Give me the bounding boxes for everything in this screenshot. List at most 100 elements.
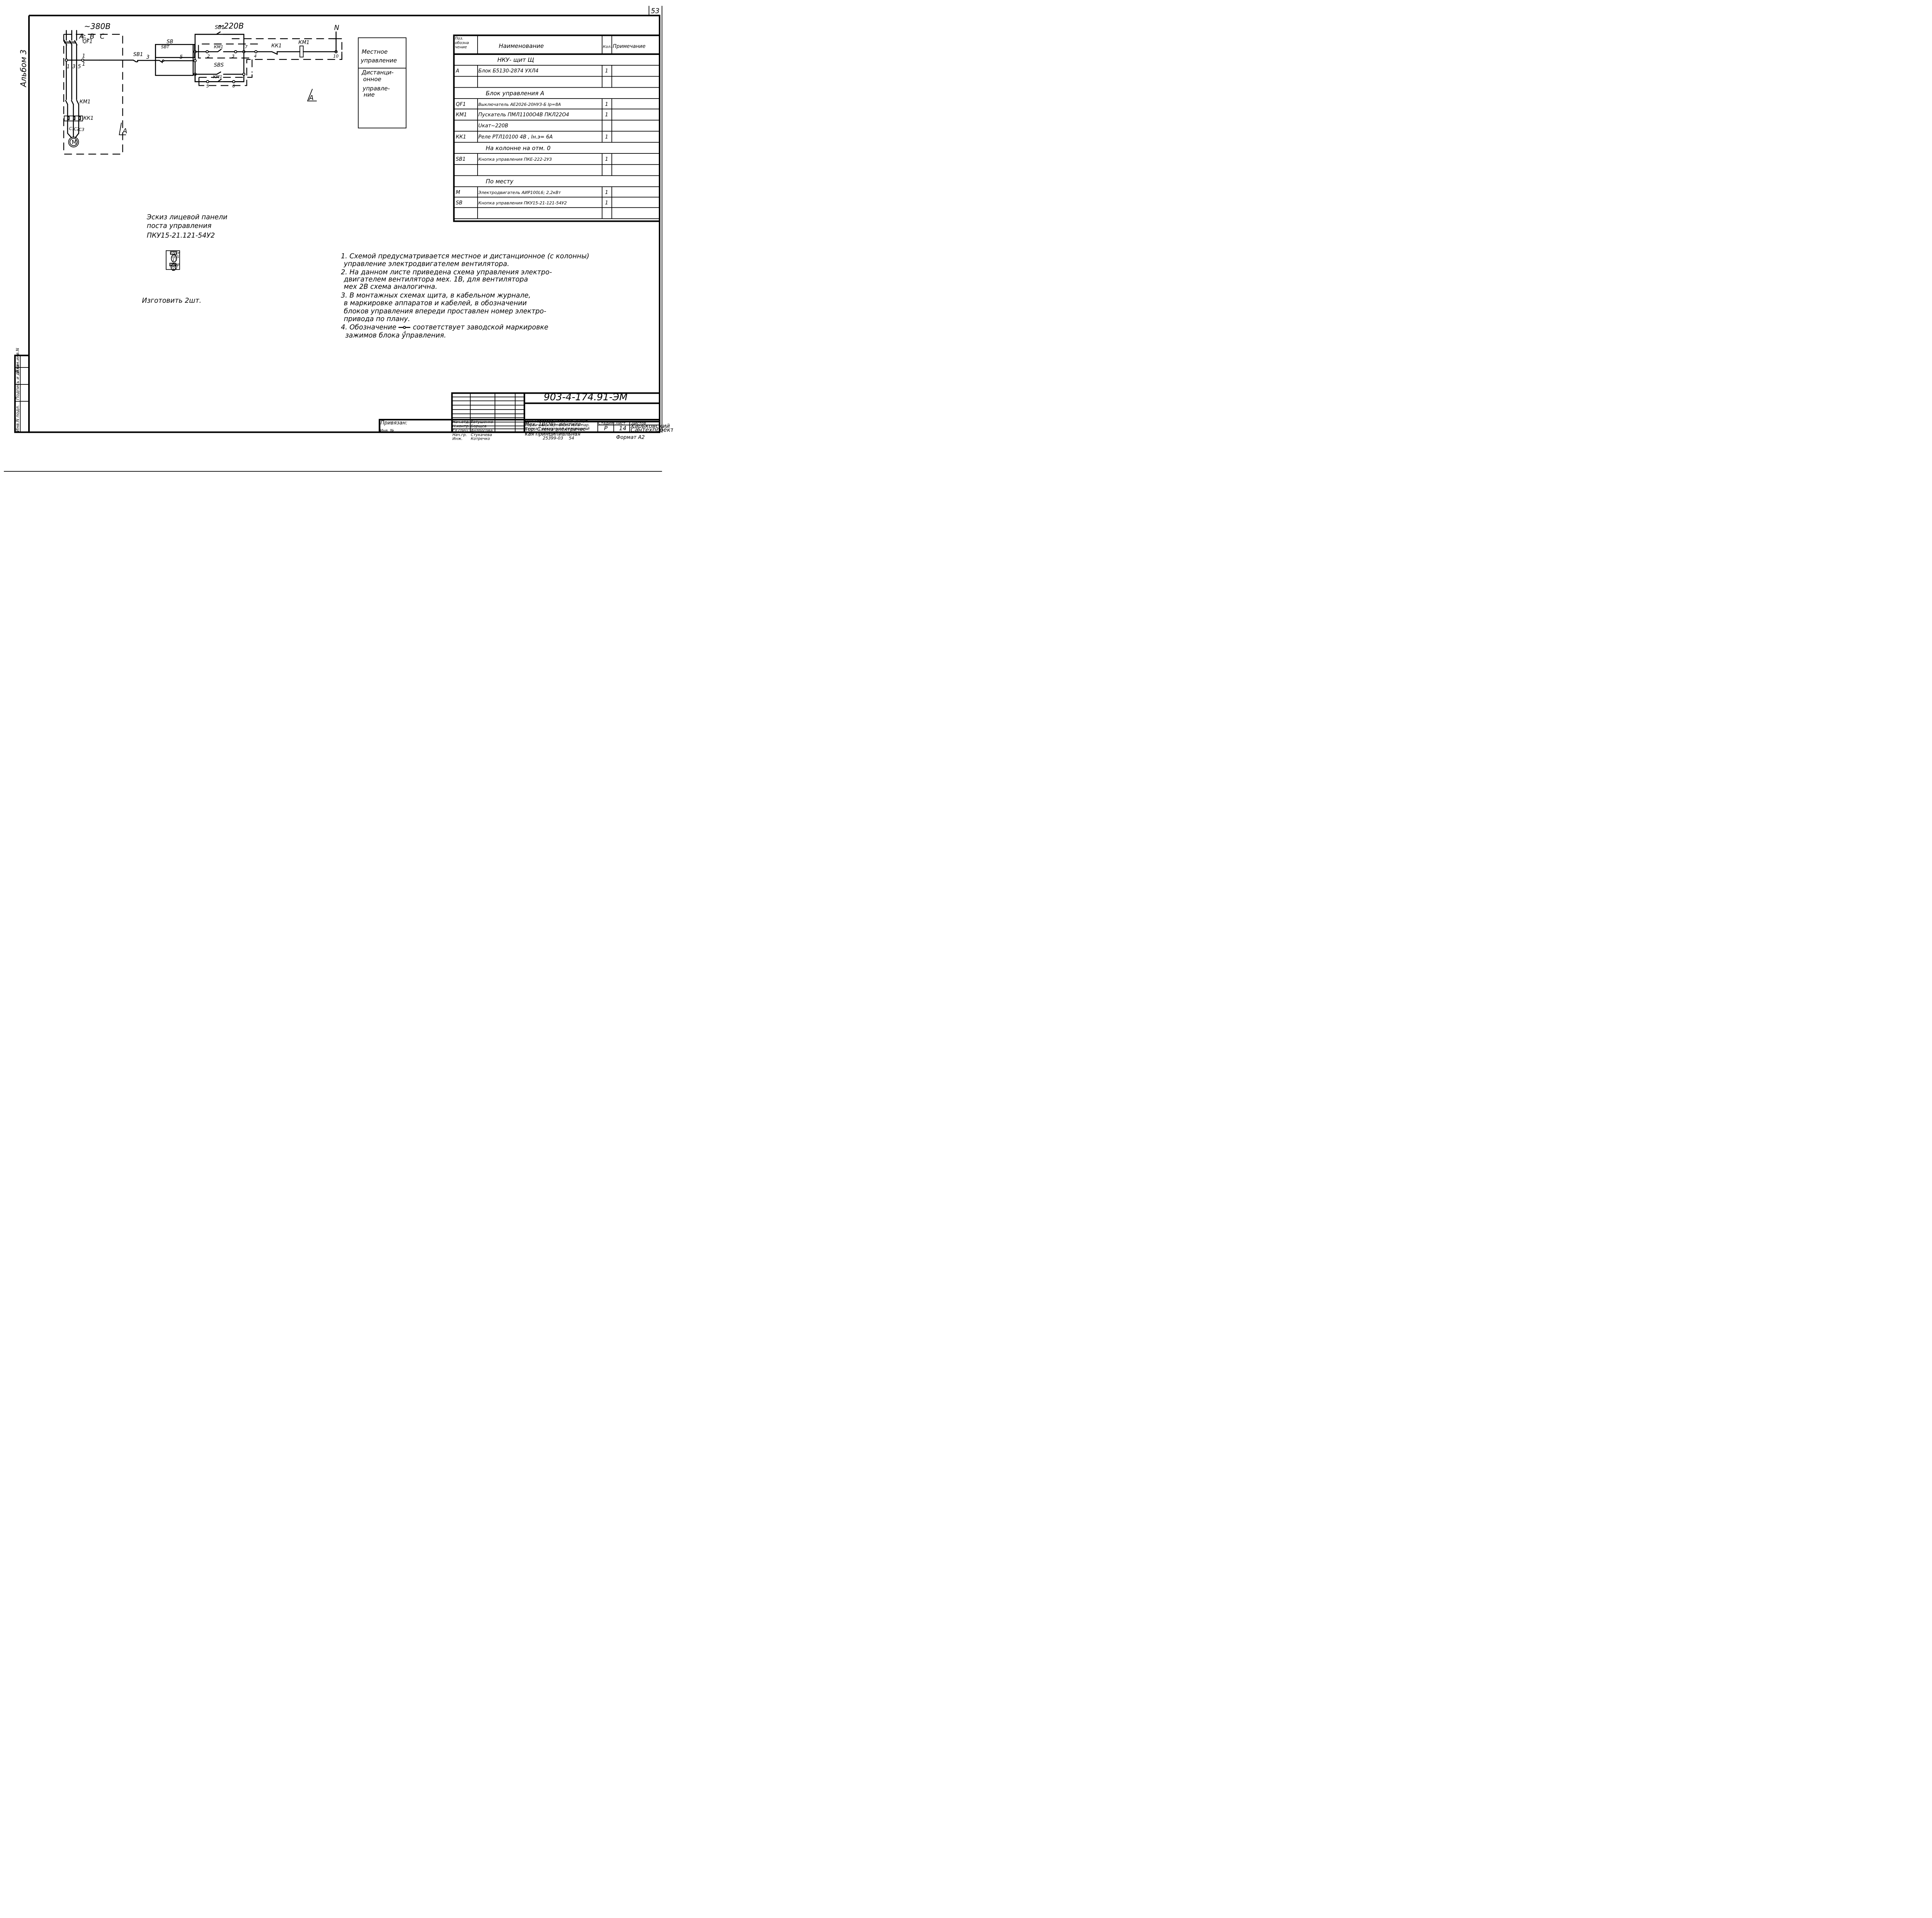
quantity-note: Изготовить 2шт. <box>142 297 201 305</box>
terminal-symbol-number: 4 <box>403 331 406 335</box>
sheet-title-line: Мех. 1В(2В)- вентиля- <box>525 422 583 427</box>
project-line: и аккумуляцией теплоты <box>525 430 576 435</box>
spec-qty: 1 <box>605 68 608 74</box>
spec-qty: 1 <box>605 190 608 196</box>
terminal-3-label: 3 <box>72 64 75 70</box>
node-10-label: 10 <box>333 54 338 59</box>
inv-label: Инв. № <box>380 428 394 433</box>
mode-local-2: управление <box>360 57 397 64</box>
phase-a-label: A <box>79 33 84 41</box>
spec-section: На колонне на отм. 0 <box>486 145 551 151</box>
drawing-sheet: 53 Альбом 3 Инв.N подл. Подпись и дата В… <box>0 0 673 480</box>
stage-value: Р <box>604 425 607 432</box>
attached-label: Привязан: <box>381 420 408 426</box>
spec-section-title: НКУ- щит Щ <box>497 56 534 63</box>
terminal-symbol-icon <box>398 326 411 329</box>
spec-row <box>477 207 612 219</box>
spec-name: Блок Б5130-2874 УХЛ4 <box>478 68 539 74</box>
staff-role: Инж. <box>452 437 463 441</box>
km1-coil-label: КМ1 <box>298 40 310 46</box>
spec-row: SB Кнопка управления ПКУ15-21-121-54У2 1 <box>456 197 612 208</box>
staff-name: Котречко <box>471 437 490 441</box>
mode-remote-1: Дистанци- <box>361 69 394 76</box>
staff-name: Евтушенко <box>471 420 493 424</box>
note-line: привода по плану. <box>344 315 410 323</box>
archive-sheet: 54 <box>569 435 574 440</box>
sheet-title-line: кая принципиальная <box>525 431 580 437</box>
sheets-header: Листов <box>631 422 646 426</box>
spec-name: Электродвигатель АИР100L6; 2,2кВт <box>478 190 561 195</box>
stage-header: Стадия <box>598 422 613 426</box>
spec-section: НКУ- щит Щ <box>497 56 534 63</box>
supply-3ph-label: ~380В <box>84 22 111 31</box>
sb1-remote-label: SB1 <box>133 52 143 58</box>
aux2-terminal-6: 6 <box>232 83 235 88</box>
contactor-km1-main <box>65 100 79 105</box>
qf1-overcurrent: I> <box>81 33 86 38</box>
spec-qty: 1 <box>605 112 608 118</box>
block-a-ref-1: А <box>122 128 127 135</box>
mode-table: Местное управление Дистанци- онное управ… <box>358 37 406 129</box>
spec-name: Кнопка управления ПКУ15-21-121-54У2 <box>478 201 567 206</box>
sheet-header: Лист <box>615 422 626 426</box>
stop-button <box>170 264 177 271</box>
spec-header-qty: Кол. <box>603 45 612 49</box>
note-line: мех 2В схема аналогична. <box>344 283 437 291</box>
spec-qty: 1 <box>605 156 608 162</box>
staff-row: Инж. Котречко <box>452 437 490 441</box>
node-phase-a <box>65 58 68 62</box>
terminal-5-label: 5 <box>78 64 81 70</box>
wire-3-label: 3 <box>146 54 150 60</box>
spec-section-title: На колонне на отм. 0 <box>486 145 551 151</box>
sheet-value: 14 <box>619 425 626 432</box>
spec-qty: 1 <box>605 200 608 206</box>
staff-name: Борщев <box>471 424 486 428</box>
title-block <box>379 392 661 433</box>
breaker-qf1 <box>63 39 78 46</box>
project-line: Первичный теплоноситель-пар. <box>525 423 590 427</box>
organization-1: Харьковский <box>630 422 670 429</box>
page-number: 53 <box>651 7 660 15</box>
staff-role: Нач.отд. <box>452 420 470 424</box>
kk1-label: КК1 <box>83 116 94 121</box>
spec-header-name: Наименование <box>499 43 544 49</box>
side-stamp-sign: Подпись и дата <box>15 365 20 400</box>
start-button-id: SBS <box>172 255 179 259</box>
staff-name: Андросова <box>470 428 492 433</box>
spec-header-pos: обозна <box>455 41 469 45</box>
sbs-label: SBS <box>214 63 224 68</box>
qf1-overtemp: T°> <box>82 37 90 42</box>
stop-button-id: SBT <box>171 264 179 269</box>
spec-qty: 1 <box>605 134 608 140</box>
panel-title-3: ПКУ15-21.121-54У2 <box>147 232 215 240</box>
format-label: Формат А2 <box>616 435 645 440</box>
panel-sketch: Эскиз лицевой панели поста управления ПК… <box>142 214 227 305</box>
note-line: блоков управления впереди проставлен ном… <box>344 308 546 315</box>
block-a-ref-2: А <box>309 94 314 102</box>
mode-local-1: Местное <box>362 48 388 55</box>
start-plate <box>170 251 177 255</box>
staff-row: Гл.спец.Андросова <box>452 428 493 433</box>
album-label: Альбом 3 <box>19 49 28 88</box>
note-line: управление электродвигателем вентилятора… <box>344 260 509 268</box>
supply-1ph-label: ~220В <box>217 21 244 31</box>
staff-row: Н.контр.Борщев <box>452 424 486 428</box>
aux1-terminal-3: 3 <box>232 54 235 59</box>
archive-number: 25399-03 <box>543 435 563 440</box>
spec-name: Реле РТЛ10100 4В , Iн.э= 6А <box>478 134 553 140</box>
staff-role: Гл.спец. <box>452 428 469 433</box>
notes: 1. Схемой предусматривается местное и ди… <box>341 253 589 340</box>
control-circuit: ~220В SB1 3 SB SBT 5 SB1 КМ1 2 3 <box>99 21 342 102</box>
spec-pos: SB <box>456 200 463 206</box>
mode-remote-4: ние <box>364 91 375 98</box>
stop-plate <box>169 263 177 267</box>
spec-header-pos: Поз. <box>455 37 463 41</box>
spec-pos: КК1 <box>456 134 466 140</box>
spec-section-title: По месту <box>486 178 514 185</box>
motor-label: М <box>71 139 77 146</box>
spec-pos: SB1 <box>456 156 466 162</box>
drawing-designation: 903-4-174.91-ЭМ <box>544 391 628 403</box>
